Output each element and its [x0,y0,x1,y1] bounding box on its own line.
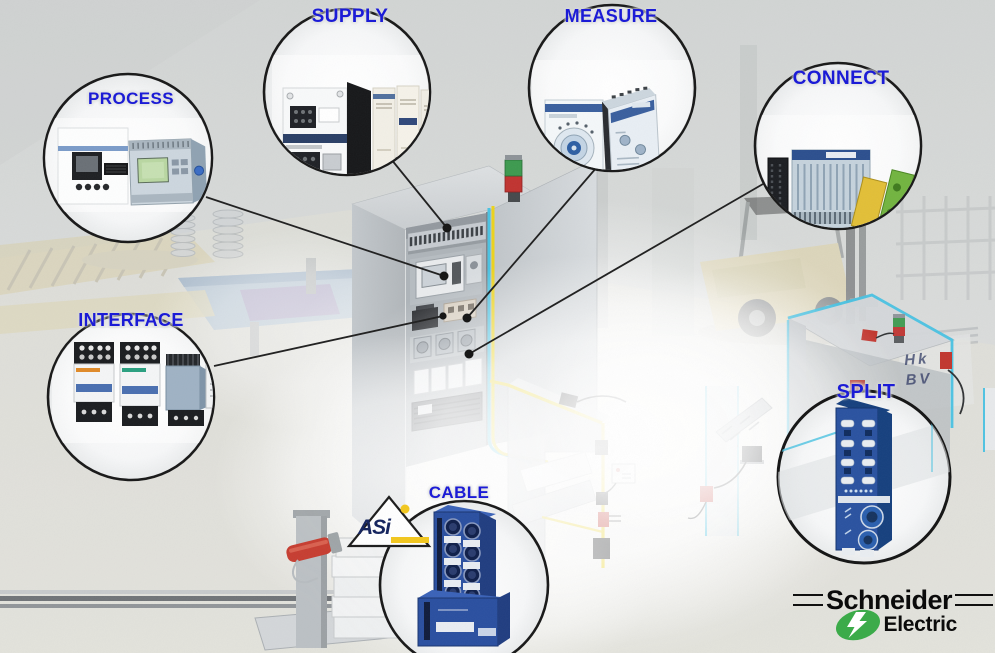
asi-logo-text: ASi [358,516,391,539]
callout-label-cable: CABLE [428,483,490,502]
background-sign: Hk BV [904,349,934,391]
background-sign-line2: BV [905,370,934,389]
brand-name: Schneider [825,585,953,615]
callout-label-connect: CONNECT [792,68,890,89]
logo-rule-right [955,594,993,606]
logo-rule-left [792,594,823,606]
schneider-green-ellipse-icon [835,609,880,641]
callout-label-measure: MEASURE [564,6,658,26]
callout-label-process: PROCESS [88,89,174,108]
schneider-electric-logo: Schneider Electric [781,587,993,643]
brand-sub: Electric [883,613,958,636]
background-sign-line1: Hk [903,350,931,369]
callout-label-split: SPLIT [836,381,896,403]
callout-label-supply: SUPPLY [311,6,389,27]
callout-label-interface: INTERFACE [78,310,184,330]
